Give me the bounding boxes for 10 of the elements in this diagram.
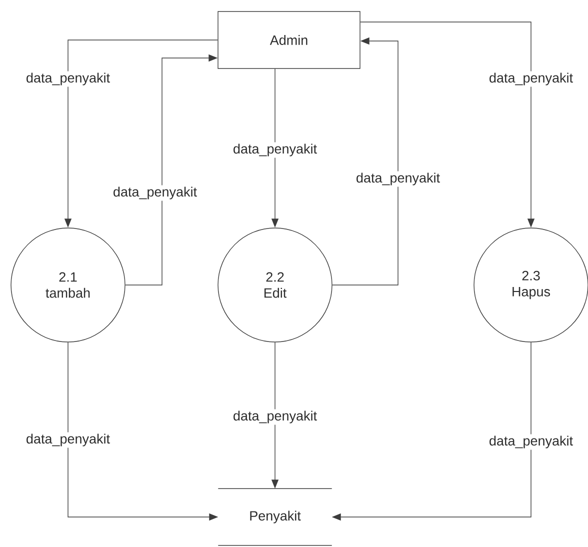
edge-label: data_penyakit	[231, 409, 319, 425]
edge-label: data_penyakit	[231, 142, 319, 158]
edge-label: data_penyakit	[24, 71, 112, 87]
data-store: Penyakit	[218, 488, 332, 546]
entity-box: Admin	[218, 11, 360, 69]
edge-label: data_penyakit	[487, 434, 575, 450]
edge-label: data_penyakit	[24, 432, 112, 448]
edge-label: data_penyakit	[111, 185, 199, 201]
edge-label: data_penyakit	[354, 171, 442, 187]
edge-label: data_penyakit	[487, 71, 575, 87]
